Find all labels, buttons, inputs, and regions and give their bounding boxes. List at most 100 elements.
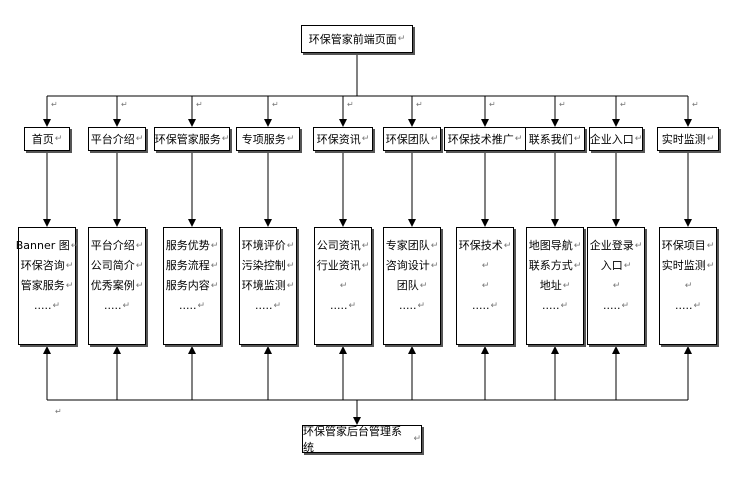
- paragraph-mark: ↵: [416, 100, 423, 109]
- nav-label: 首页: [31, 133, 54, 146]
- nav-label: 实时监测: [661, 133, 706, 146]
- detail-item: .....: [103, 299, 122, 312]
- paragraph-mark: ↵: [196, 100, 203, 109]
- paragraph-mark: ↵: [503, 241, 512, 251]
- detail-item: 地图导航: [528, 239, 573, 252]
- nav-box: 首页↵: [24, 127, 70, 151]
- paragraph-mark: ↵: [562, 281, 571, 291]
- paragraph-mark: ↵: [135, 241, 144, 251]
- detail-line: 服务内容↵: [166, 276, 219, 296]
- nav-label: 联系我们: [528, 133, 573, 146]
- nav-label: 企业入口: [589, 133, 634, 146]
- detail-item: 实时监测: [661, 259, 706, 272]
- detail-item: .....: [329, 299, 348, 312]
- detail-box: Banner 图↵环保咨询↵管家服务↵.....↵: [15, 227, 78, 345]
- detail-item: Banner 图: [15, 239, 70, 252]
- paragraph-mark: ↵: [272, 100, 279, 109]
- detail-line: 环境监测↵: [242, 276, 295, 296]
- detail-item: 专家团队: [385, 239, 430, 252]
- detail-line: .....↵: [255, 296, 281, 316]
- detail-item: 服务优势: [165, 239, 210, 252]
- paragraph-mark: ↵: [419, 281, 428, 291]
- paragraph-mark: ↵: [490, 301, 499, 311]
- detail-item: .....: [674, 299, 693, 312]
- paragraph-mark: ↵: [65, 281, 74, 291]
- detail-line: .....↵: [179, 296, 205, 316]
- paragraph-mark: ↵: [361, 261, 370, 271]
- detail-item: .....: [471, 299, 490, 312]
- nav-box: 联系我们↵: [525, 127, 585, 151]
- paragraph-mark: ↵: [620, 100, 627, 109]
- detail-item: 污染控制: [241, 259, 286, 272]
- paragraph-mark: ↵: [54, 134, 63, 144]
- detail-item: 团队: [396, 279, 419, 292]
- nav-box: 企业入口↵: [589, 127, 643, 151]
- detail-line: .....↵: [675, 296, 701, 316]
- detail-item: 联系方式: [528, 259, 573, 272]
- detail-line: 环境评价↵: [242, 236, 295, 256]
- detail-line: 公司资讯↵: [317, 236, 370, 256]
- detail-line: 环保咨询↵: [21, 256, 74, 276]
- detail-item: 公司简介: [90, 259, 135, 272]
- detail-line: 咨询设计↵: [386, 256, 439, 276]
- detail-line: .....↵: [330, 296, 356, 316]
- paragraph-mark: ↵: [135, 134, 144, 144]
- paragraph-mark: ↵: [706, 241, 715, 251]
- detail-line: 实时监测↵: [662, 256, 715, 276]
- detail-item: .....: [178, 299, 197, 312]
- frontend-pages-box: 环保管家前端页面↵: [301, 25, 413, 53]
- detail-line: .....↵: [34, 296, 60, 316]
- detail-line: ↵: [684, 276, 693, 296]
- paragraph-mark: ↵: [221, 134, 230, 144]
- detail-box: 平台介绍↵公司简介↵优秀案例↵.....↵: [88, 227, 146, 345]
- detail-item: .....: [33, 299, 52, 312]
- detail-line: .....↵: [542, 296, 568, 316]
- paragraph-mark: ↵: [560, 301, 569, 311]
- paragraph-mark: ↵: [684, 281, 693, 291]
- detail-line: 地址↵: [540, 276, 571, 296]
- detail-item: 服务流程: [165, 259, 210, 272]
- paragraph-mark: ↵: [481, 281, 490, 291]
- detail-item: 环保咨询: [20, 259, 65, 272]
- detail-line: 管家服务↵: [21, 276, 74, 296]
- detail-item: 环保项目: [661, 239, 706, 252]
- detail-item: .....: [254, 299, 273, 312]
- detail-line: .....↵: [399, 296, 425, 316]
- detail-box: 环保技术↵↵↵.....↵: [456, 227, 514, 345]
- detail-line: 环保项目↵: [662, 236, 715, 256]
- detail-line: 平台介绍↵: [91, 236, 144, 256]
- paragraph-mark: ↵: [623, 261, 632, 271]
- paragraph-mark: ↵: [55, 407, 62, 416]
- paragraph-mark: ↵: [573, 134, 582, 144]
- paragraph-mark: ↵: [197, 301, 206, 311]
- detail-item: 环保技术: [458, 239, 503, 252]
- detail-item: .....: [398, 299, 417, 312]
- paragraph-mark: ↵: [210, 261, 219, 271]
- paragraph-mark: ↵: [514, 134, 523, 144]
- detail-box: 环境评价↵污染控制↵环境监测↵.....↵: [239, 227, 297, 345]
- detail-item: 地址: [539, 279, 562, 292]
- detail-line: 服务流程↵: [166, 256, 219, 276]
- detail-line: 污染控制↵: [242, 256, 295, 276]
- detail-item: 公司资讯: [316, 239, 361, 252]
- detail-line: .....↵: [104, 296, 130, 316]
- paragraph-mark: ↵: [52, 301, 61, 311]
- detail-line: 环保技术↵: [459, 236, 512, 256]
- detail-line: 企业登录↵: [590, 236, 643, 256]
- detail-line: ↵: [481, 276, 490, 296]
- nav-box: 环保管家服务↵: [154, 127, 230, 151]
- paragraph-mark: ↵: [573, 241, 582, 251]
- nav-label: 环保管家服务: [154, 133, 221, 146]
- nav-box: 环保团队↵: [383, 127, 441, 151]
- detail-box: 服务优势↵服务流程↵服务内容↵.....↵: [163, 227, 221, 345]
- paragraph-mark: ↵: [634, 241, 643, 251]
- paragraph-mark: ↵: [706, 261, 715, 271]
- paragraph-mark: ↵: [430, 261, 439, 271]
- detail-box: 地图导航↵联系方式↵地址↵.....↵: [526, 227, 584, 345]
- paragraph-mark: ↵: [348, 301, 357, 311]
- paragraph-mark: ↵: [273, 301, 282, 311]
- detail-item: 入口: [600, 259, 623, 272]
- paragraph-mark: ↵: [481, 261, 490, 271]
- detail-box: 环保项目↵实时监测↵↵.....↵: [659, 227, 717, 345]
